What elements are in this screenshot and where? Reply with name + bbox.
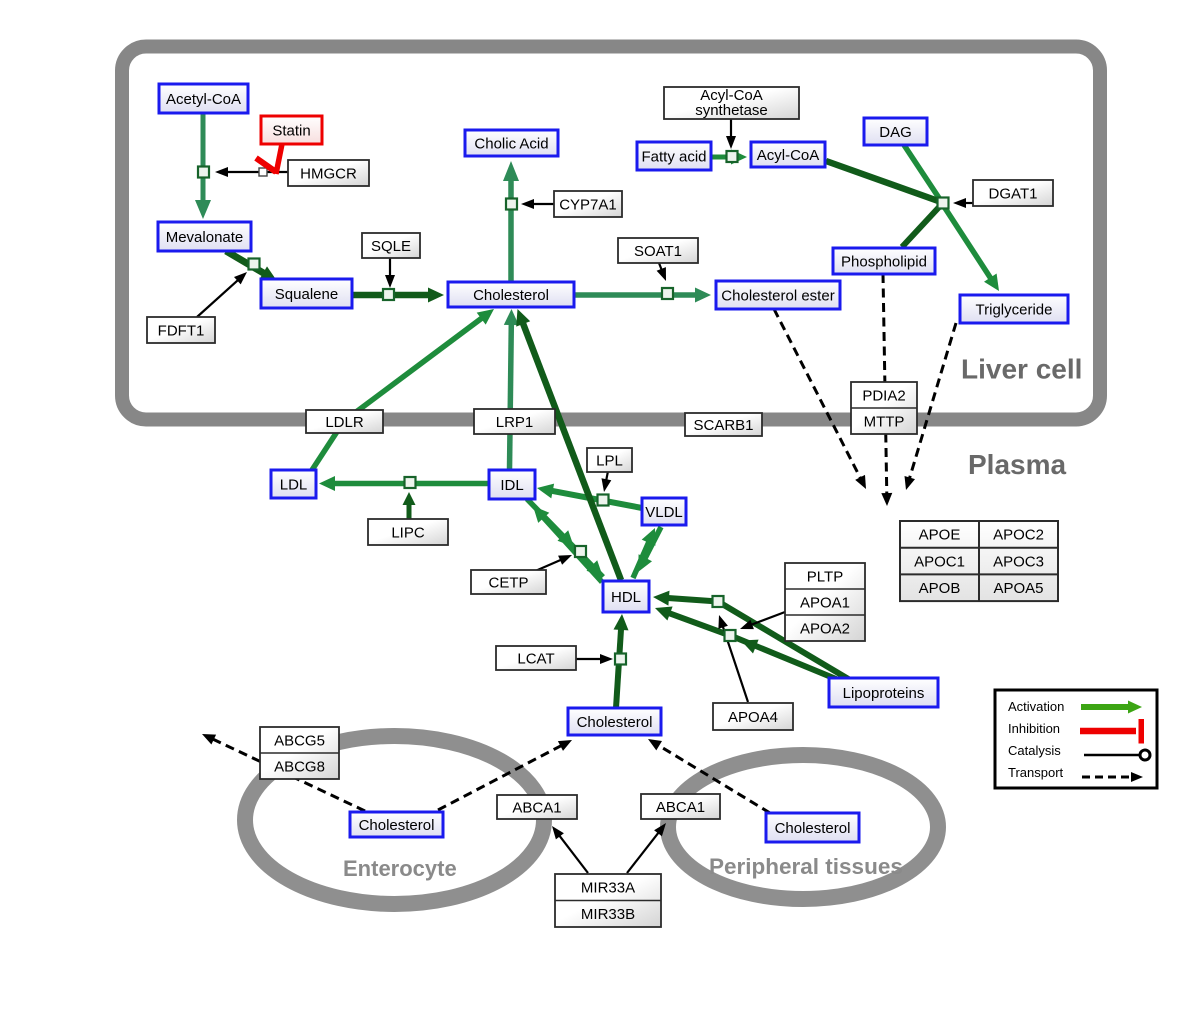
- svg-text:ABCG5: ABCG5: [274, 732, 325, 749]
- svg-text:APOA4: APOA4: [728, 709, 778, 726]
- svg-text:MIR33A: MIR33A: [581, 880, 635, 897]
- svg-text:MIR33B: MIR33B: [581, 906, 635, 923]
- svg-text:Statin: Statin: [272, 122, 310, 139]
- svg-text:VLDL: VLDL: [645, 504, 683, 521]
- svg-text:LPL: LPL: [596, 452, 623, 469]
- svg-text:Phospholipid: Phospholipid: [841, 253, 927, 270]
- svg-text:Cholesterol: Cholesterol: [577, 714, 653, 731]
- svg-text:PLTP: PLTP: [807, 568, 843, 585]
- svg-text:HDL: HDL: [611, 589, 641, 606]
- svg-text:Peripheral tissues: Peripheral tissues: [709, 854, 903, 879]
- svg-text:Fatty acid: Fatty acid: [641, 148, 706, 165]
- svg-text:CYP7A1: CYP7A1: [559, 196, 617, 213]
- svg-text:ABCG8: ABCG8: [274, 758, 325, 775]
- svg-text:Acetyl-CoA: Acetyl-CoA: [166, 91, 241, 108]
- svg-text:APOA5: APOA5: [993, 580, 1043, 597]
- svg-text:Transport: Transport: [1008, 765, 1064, 780]
- svg-text:Activation: Activation: [1008, 699, 1064, 714]
- svg-text:LCAT: LCAT: [517, 650, 554, 667]
- svg-text:Squalene: Squalene: [275, 286, 338, 303]
- svg-text:SCARB1: SCARB1: [693, 417, 753, 434]
- svg-text:SQLE: SQLE: [371, 238, 411, 255]
- svg-text:APOB: APOB: [919, 580, 961, 597]
- svg-text:CETP: CETP: [488, 574, 528, 591]
- svg-text:Acyl-CoA: Acyl-CoA: [757, 147, 820, 164]
- svg-text:PDIA2: PDIA2: [862, 387, 905, 404]
- svg-text:DAG: DAG: [879, 124, 912, 141]
- svg-text:DGAT1: DGAT1: [989, 185, 1038, 202]
- svg-text:ABCA1: ABCA1: [656, 799, 705, 816]
- svg-text:APOC2: APOC2: [993, 527, 1044, 544]
- svg-text:IDL: IDL: [500, 477, 523, 494]
- svg-text:SOAT1: SOAT1: [634, 243, 682, 260]
- svg-text:MTTP: MTTP: [864, 413, 905, 430]
- svg-text:Acyl-CoA: Acyl-CoA: [700, 87, 763, 104]
- svg-text:APOC3: APOC3: [993, 553, 1044, 570]
- svg-text:LIPC: LIPC: [391, 524, 425, 541]
- svg-text:Catalysis: Catalysis: [1008, 743, 1061, 758]
- svg-text:Cholesterol: Cholesterol: [473, 287, 549, 304]
- svg-text:ABCA1: ABCA1: [512, 799, 561, 816]
- svg-text:Mevalonate: Mevalonate: [166, 229, 244, 246]
- svg-text:Inhibition: Inhibition: [1008, 721, 1060, 736]
- svg-text:APOC1: APOC1: [914, 553, 965, 570]
- svg-text:LDL: LDL: [280, 476, 308, 493]
- svg-text:APOA2: APOA2: [800, 620, 850, 637]
- svg-text:LRP1: LRP1: [496, 414, 534, 431]
- svg-text:APOE: APOE: [919, 527, 961, 544]
- svg-text:Liver cell: Liver cell: [961, 354, 1082, 385]
- svg-text:FDFT1: FDFT1: [158, 322, 205, 339]
- svg-text:Plasma: Plasma: [968, 449, 1066, 480]
- svg-text:Triglyceride: Triglyceride: [976, 301, 1053, 318]
- svg-text:Lipoproteins: Lipoproteins: [843, 685, 925, 702]
- svg-text:Cholic Acid: Cholic Acid: [474, 135, 548, 152]
- svg-text:APOA1: APOA1: [800, 594, 850, 611]
- svg-text:Cholesterol: Cholesterol: [359, 817, 435, 834]
- svg-text:Enterocyte: Enterocyte: [343, 856, 457, 881]
- svg-text:Cholesterol: Cholesterol: [775, 820, 851, 837]
- svg-text:LDLR: LDLR: [325, 414, 364, 431]
- svg-text:Cholesterol ester: Cholesterol ester: [721, 287, 834, 304]
- svg-text:HMGCR: HMGCR: [300, 165, 357, 182]
- svg-text:synthetase: synthetase: [695, 102, 768, 119]
